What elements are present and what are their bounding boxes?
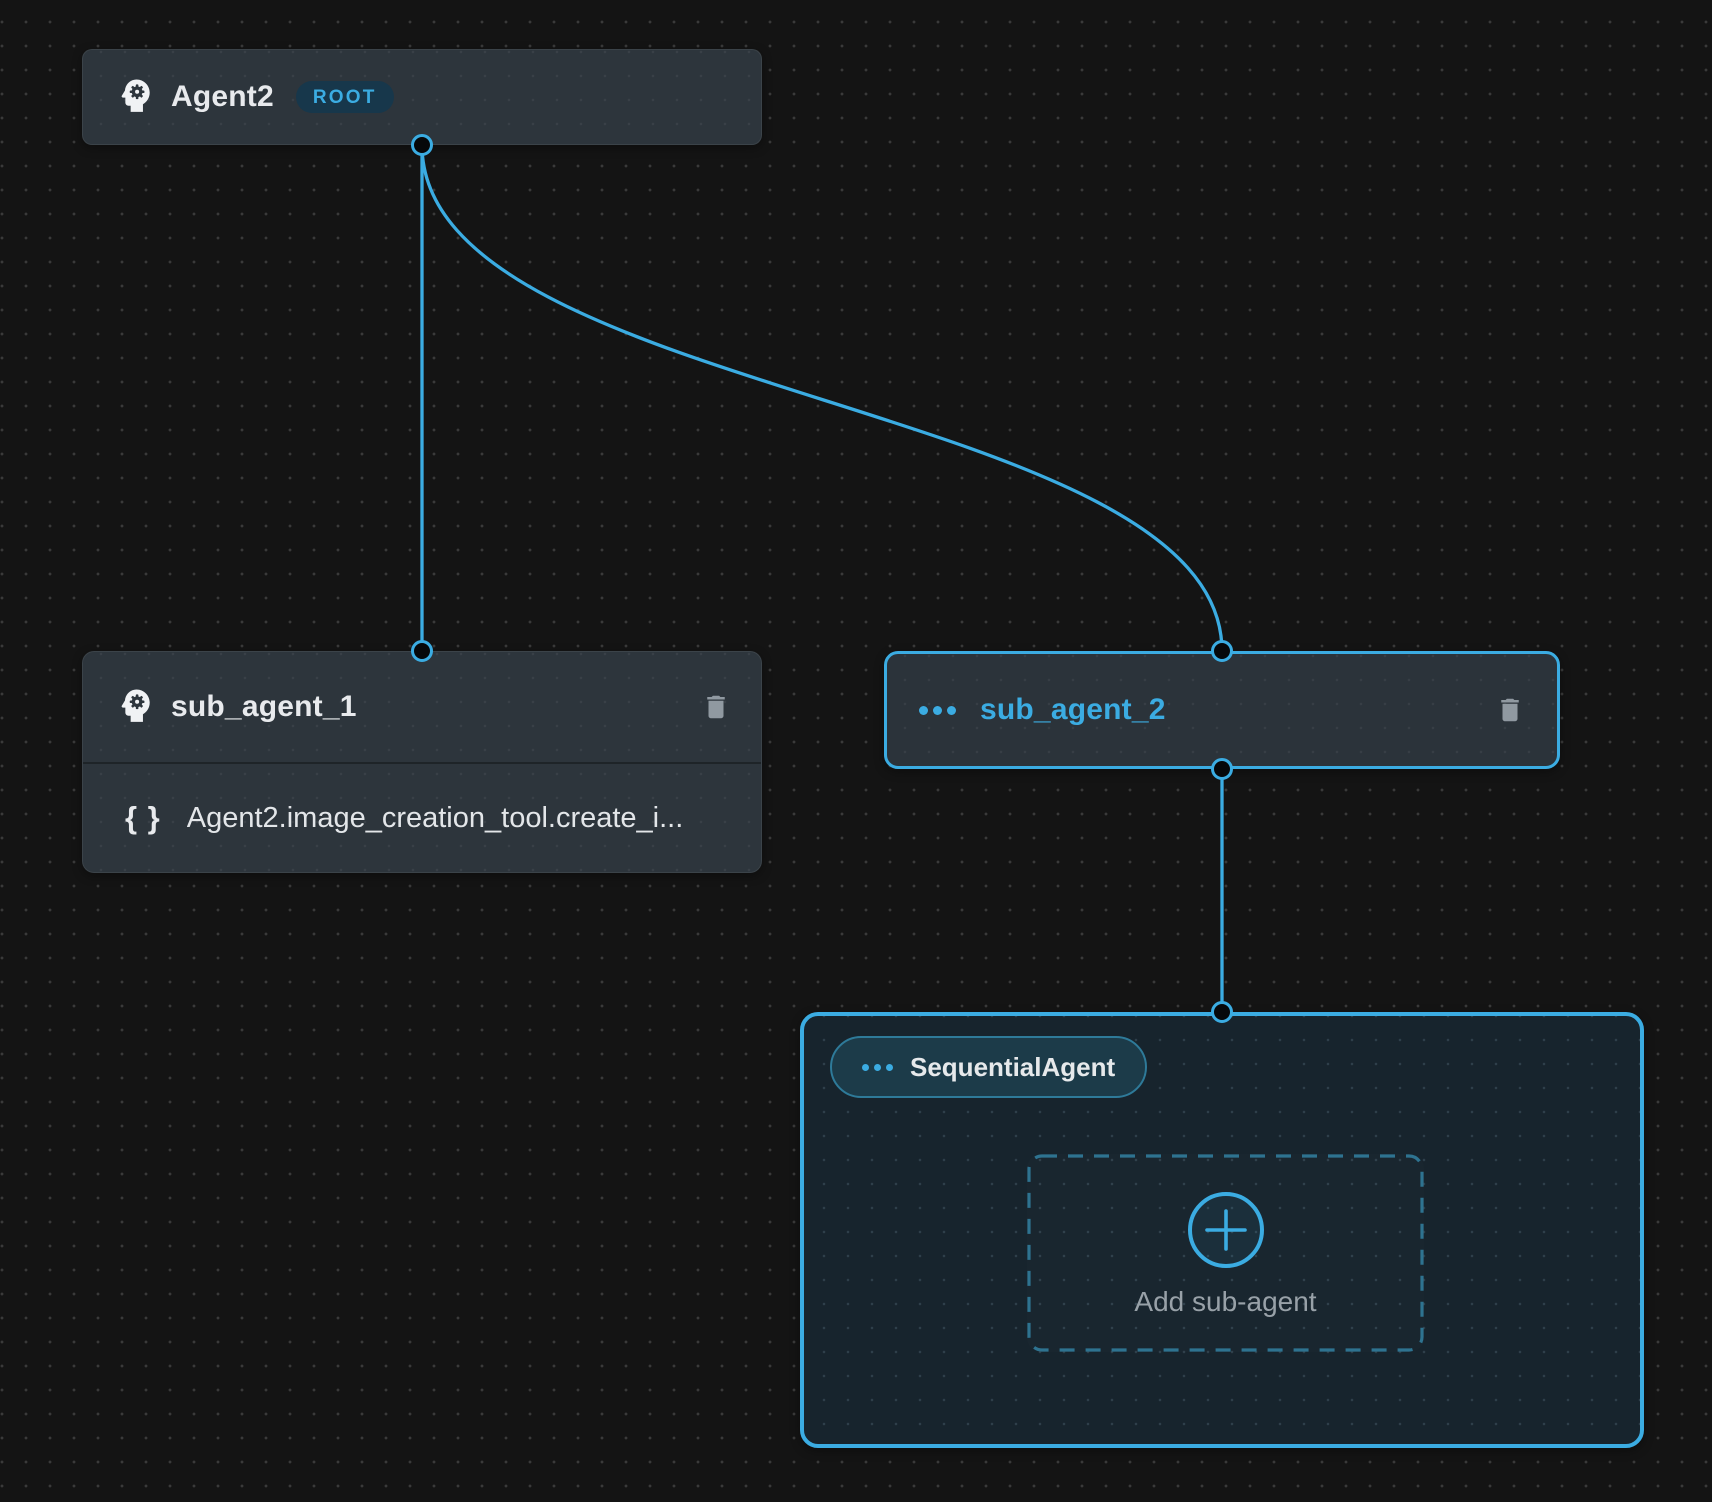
node-agent2[interactable]: Agent2 ROOT bbox=[82, 49, 762, 145]
agent-type-pill[interactable]: SequentialAgent bbox=[830, 1036, 1148, 1098]
node-sequential-agent[interactable]: SequentialAgent Add sub-agent bbox=[800, 1012, 1644, 1448]
braces-icon: { } bbox=[125, 800, 161, 835]
node-title: Agent2 bbox=[171, 80, 274, 113]
more-dots-icon bbox=[862, 1063, 893, 1071]
trash-icon bbox=[701, 691, 731, 723]
delete-node-button[interactable] bbox=[1495, 694, 1525, 726]
agent-type-label: SequentialAgent bbox=[910, 1051, 1116, 1082]
node-title: sub_agent_2 bbox=[980, 693, 1166, 726]
edge-agent2-to-sub-agent-2[interactable] bbox=[420, 144, 1224, 652]
psychology-icon bbox=[117, 77, 153, 117]
root-badge: ROOT bbox=[295, 81, 394, 113]
add-sub-agent-button[interactable]: Add sub-agent bbox=[1027, 1154, 1424, 1352]
node-header: sub_agent_1 bbox=[83, 652, 761, 764]
trash-icon bbox=[1495, 694, 1525, 726]
dashed-dropzone-border bbox=[1027, 1154, 1424, 1352]
node-title: sub_agent_1 bbox=[171, 690, 357, 723]
tool-row[interactable]: { } Agent2.image_creation_tool.create_i.… bbox=[83, 764, 761, 872]
delete-node-button[interactable] bbox=[701, 691, 731, 723]
plus-circle-icon bbox=[1184, 1188, 1268, 1272]
more-dots-icon bbox=[919, 705, 956, 715]
tool-label: Agent2.image_creation_tool.create_i... bbox=[186, 801, 684, 834]
node-sub-agent-2[interactable]: sub_agent_2 bbox=[884, 651, 1560, 769]
node-sub-agent-1[interactable]: sub_agent_1 { } Agent2.image_creation_to… bbox=[82, 651, 762, 873]
add-sub-agent-label: Add sub-agent bbox=[1134, 1286, 1317, 1317]
psychology-icon bbox=[117, 687, 153, 727]
